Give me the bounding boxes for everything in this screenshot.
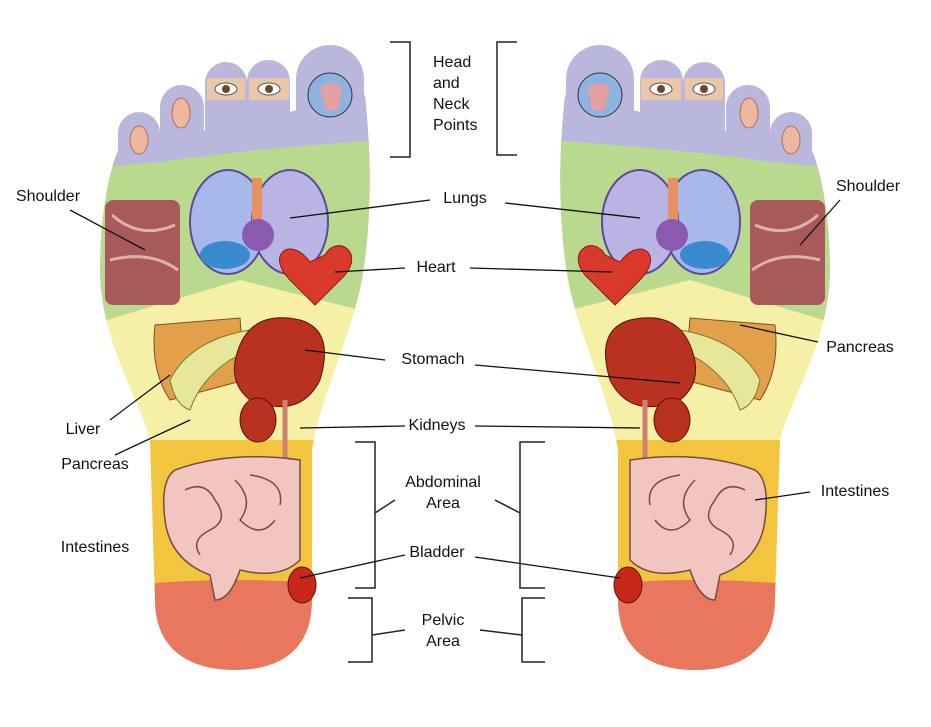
bladder-label: Bladder bbox=[409, 544, 465, 561]
label-line: Neck bbox=[433, 96, 470, 113]
intestines-left-label: Intestines bbox=[60, 539, 130, 556]
pancreas-right-label: Pancreas bbox=[826, 339, 894, 356]
pancreas-left-label: Pancreas bbox=[61, 456, 129, 473]
left-foot bbox=[90, 30, 380, 680]
label-line: and bbox=[433, 75, 460, 92]
shoulder-left-label: Shoulder bbox=[15, 188, 81, 205]
abdominal-area-label: Abdominal Area bbox=[405, 472, 481, 514]
intestines-right-label: Intestines bbox=[820, 483, 890, 500]
leader-lines bbox=[69, 199, 841, 579]
label-line: Head bbox=[433, 54, 472, 71]
label-line: Pelvic bbox=[421, 612, 465, 629]
label-line: Abdominal bbox=[405, 474, 481, 491]
kidneys-label: Kidneys bbox=[408, 417, 466, 434]
brackets bbox=[348, 41, 545, 663]
stomach-label: Stomach bbox=[401, 351, 465, 368]
lungs-label: Lungs bbox=[443, 190, 487, 207]
heart-label: Heart bbox=[416, 259, 456, 276]
right-foot bbox=[550, 30, 840, 680]
label-line: Points bbox=[433, 117, 478, 134]
label-line: Area bbox=[426, 633, 460, 650]
liver-label: Liver bbox=[65, 421, 101, 438]
label-line: Area bbox=[426, 495, 460, 512]
shoulder-right-label: Shoulder bbox=[835, 178, 901, 195]
head-neck-label: Head and Neck Points bbox=[433, 52, 477, 136]
pelvic-area-label: Pelvic Area bbox=[422, 610, 465, 652]
